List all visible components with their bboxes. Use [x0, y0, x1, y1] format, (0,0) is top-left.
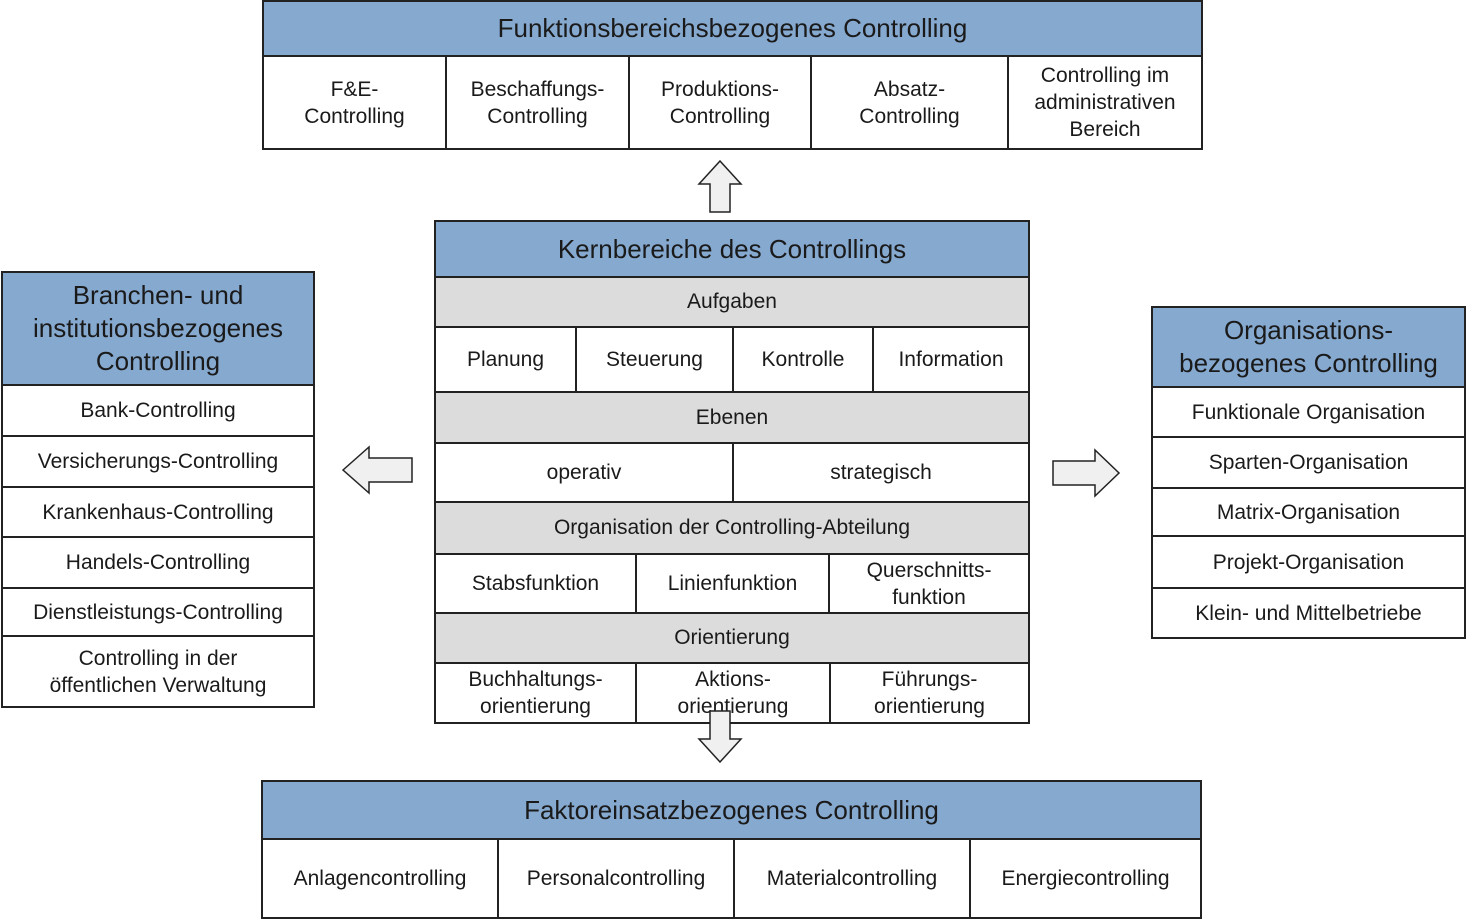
- section-items-organisation: Stabsfunktion Linienfunktion Querschnitt…: [434, 555, 1030, 614]
- bottom-block-items: Anlagencontrolling Personalcontrolling M…: [261, 840, 1202, 919]
- left-block-items: Bank-Controlling Versicherungs-Controlli…: [1, 386, 315, 708]
- section-heading-aufgaben: Aufgaben: [434, 278, 1030, 328]
- top-item: Absatz- Controlling: [812, 57, 1009, 148]
- center-block: Kernbereiche des Controllings Aufgaben P…: [434, 220, 1030, 724]
- center-item: Führungs- orientierung: [874, 668, 985, 718]
- left-item: Controlling in der öffentlichen Verwaltu…: [49, 646, 267, 697]
- section-items-aufgaben: Planung Steuerung Kontrolle Information: [434, 328, 1030, 393]
- top-block-items: F&E- Controlling Beschaffungs- Controlli…: [262, 57, 1203, 150]
- center-item: operativ: [436, 444, 734, 501]
- right-block-title: Organisations- bezogenes Controlling: [1151, 306, 1466, 388]
- center-block-title: Kernbereiche des Controllings: [434, 220, 1030, 278]
- right-item: Projekt-Organisation: [1153, 537, 1464, 589]
- center-item: Planung: [436, 328, 577, 391]
- center-item: Kontrolle: [734, 328, 874, 391]
- left-item: Dienstleistungs-Controlling: [3, 589, 313, 637]
- right-item: Funktionale Organisation: [1153, 388, 1464, 438]
- center-item: Aktions- orientierung: [637, 664, 831, 722]
- left-item: Handels-Controlling: [3, 538, 313, 589]
- center-item: Stabsfunktion: [436, 555, 637, 612]
- left-item: Bank-Controlling: [3, 386, 313, 437]
- top-item: F&E- Controlling: [264, 57, 447, 148]
- center-item: strategisch: [830, 461, 932, 484]
- bottom-item: Personalcontrolling: [499, 840, 735, 917]
- section-heading-organisation: Organisation der Controlling-Abteilung: [434, 503, 1030, 555]
- arrow-up-icon: [697, 159, 743, 213]
- center-item: Linienfunktion: [637, 555, 830, 612]
- left-item: Krankenhaus-Controlling: [3, 488, 313, 538]
- right-block-items: Funktionale Organisation Sparten-Organis…: [1151, 388, 1466, 639]
- bottom-block-title: Faktoreinsatzbezogenes Controlling: [261, 780, 1202, 840]
- section-heading-orientierung: Orientierung: [434, 614, 1030, 664]
- arrow-left-icon: [341, 445, 413, 495]
- top-item: Produktions- Controlling: [630, 57, 812, 148]
- top-item: Controlling im administrativen Bereich: [1034, 64, 1176, 141]
- right-item: Klein- und Mittelbetriebe: [1195, 601, 1422, 625]
- bottom-item: Energiecontrolling: [1001, 867, 1170, 890]
- arrow-right-icon: [1052, 448, 1121, 498]
- right-block: Organisations- bezogenes Controlling Fun…: [1151, 306, 1466, 639]
- center-item: Information: [898, 348, 1004, 371]
- section-items-ebenen: operativ strategisch: [434, 444, 1030, 503]
- bottom-item: Materialcontrolling: [735, 840, 971, 917]
- left-block-title: Branchen- und institutionsbezogenes Cont…: [1, 271, 315, 386]
- right-item: Sparten-Organisation: [1153, 438, 1464, 489]
- center-item: Buchhaltungs- orientierung: [436, 664, 637, 722]
- right-item: Matrix-Organisation: [1153, 489, 1464, 537]
- bottom-block: Faktoreinsatzbezogenes Controlling Anlag…: [261, 780, 1202, 919]
- bottom-item: Anlagencontrolling: [263, 840, 499, 917]
- section-heading-ebenen: Ebenen: [434, 393, 1030, 444]
- center-item: Querschnitts- funktion: [866, 558, 992, 609]
- left-block: Branchen- und institutionsbezogenes Cont…: [1, 271, 315, 708]
- left-item: Versicherungs-Controlling: [3, 437, 313, 488]
- section-items-orientierung: Buchhaltungs- orientierung Aktions- orie…: [434, 664, 1030, 724]
- center-item: Steuerung: [577, 328, 734, 391]
- top-block-title: Funktionsbereichsbezogenes Controlling: [262, 0, 1203, 57]
- arrow-down-icon: [697, 710, 743, 764]
- top-item: Beschaffungs- Controlling: [447, 57, 630, 148]
- top-block: Funktionsbereichsbezogenes Controlling F…: [262, 0, 1203, 150]
